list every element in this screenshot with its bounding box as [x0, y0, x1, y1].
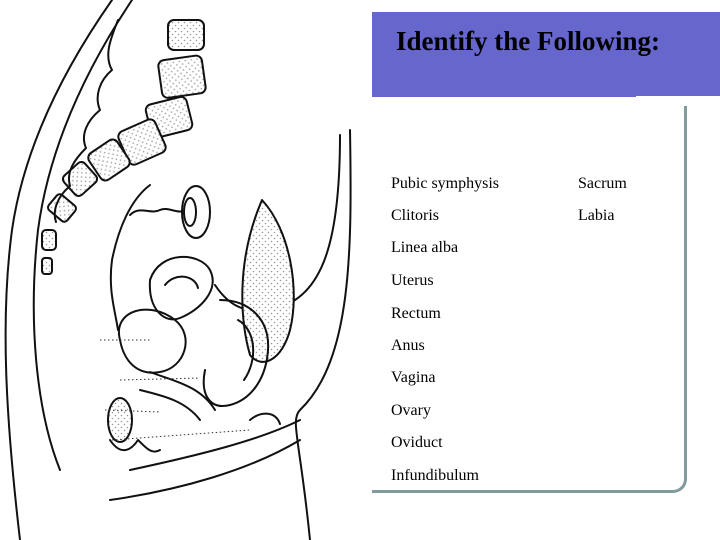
thigh-contour — [129, 419, 301, 471]
abdominal-wall-inner — [32, 0, 133, 471]
title-underline — [372, 93, 636, 97]
content-frame — [372, 106, 687, 493]
term-vagina: Vagina — [391, 369, 436, 386]
dotted-guide — [119, 377, 201, 381]
back-contour — [294, 129, 352, 540]
pubic-symphysis — [107, 397, 133, 443]
thigh-contour-lower — [109, 439, 301, 501]
vagina — [149, 371, 216, 411]
vertebra — [41, 257, 53, 275]
rectum — [202, 299, 270, 407]
vertebra — [157, 54, 207, 99]
term-linea-alba: Linea alba — [391, 239, 459, 256]
term-oviduct: Oviduct — [391, 434, 443, 451]
dotted-guide — [111, 429, 251, 441]
title-underline-gap — [372, 99, 636, 101]
term-labia: Labia — [578, 207, 615, 224]
spinal-canal — [53, 19, 119, 223]
vertebra — [41, 229, 57, 251]
title-bar: Identify the Following: — [372, 12, 720, 96]
term-clitoris: Clitoris — [391, 207, 440, 224]
pelvis-sagittal-diagram — [4, 0, 352, 540]
uterine-cavity — [164, 275, 199, 289]
peritoneum — [109, 184, 151, 331]
sacrum — [241, 199, 295, 363]
page-title: Identify the Following: — [396, 26, 661, 56]
ovary-inner — [183, 197, 197, 227]
term-infundibulum: Infundibulum — [391, 467, 479, 484]
term-rectum: Rectum — [391, 305, 441, 322]
dotted-guide — [104, 409, 161, 413]
uterus — [148, 256, 214, 321]
vertebra — [167, 19, 205, 51]
term-ovary: Ovary — [391, 402, 431, 419]
anus — [249, 412, 281, 425]
vertebra — [87, 138, 131, 182]
intestine-loops — [129, 208, 187, 216]
term-uterus: Uterus — [391, 272, 434, 289]
rectal-wall — [237, 319, 255, 381]
term-anus: Anus — [391, 337, 425, 354]
bladder — [117, 308, 187, 374]
labia — [109, 439, 161, 453]
term-pubic-symphysis: Pubic symphysis — [391, 175, 500, 192]
abdominal-wall-outer — [4, 0, 113, 540]
vertebra — [47, 193, 77, 223]
term-sacrum: Sacrum — [578, 175, 627, 192]
vagina-wall — [139, 389, 201, 421]
